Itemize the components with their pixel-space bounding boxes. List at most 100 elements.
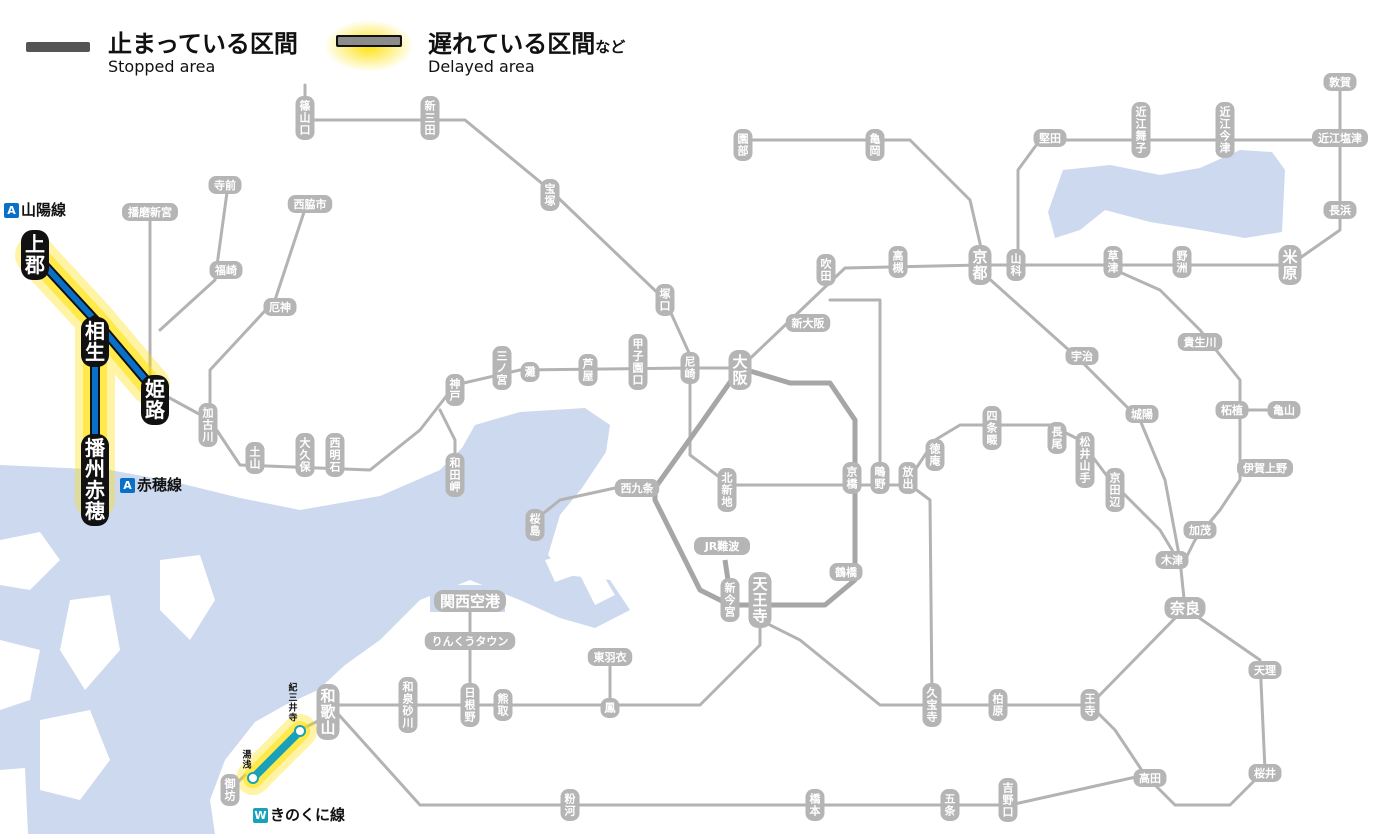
station-name: 天王寺	[752, 575, 768, 625]
station-sakurajima[interactable]: 桜島	[525, 509, 545, 541]
station-rinku[interactable]: りんくうタウン	[424, 632, 516, 650]
station-nishikujo[interactable]: 西九条	[614, 479, 660, 497]
station-yuasa[interactable]: 湯浅	[242, 749, 251, 771]
station-kyotanabe[interactable]: 京田辺	[1105, 468, 1125, 512]
station-tsuruhashi[interactable]: 鶴橋	[829, 563, 863, 581]
station-yamashina[interactable]: 山科	[1006, 249, 1026, 281]
station-aioi[interactable]: 相生	[81, 317, 109, 367]
station-joyo[interactable]: 城陽	[1125, 405, 1159, 423]
station-tenri[interactable]: 天理	[1248, 661, 1282, 679]
station-kamigori[interactable]: 上郡	[21, 230, 49, 280]
station-omiimazu[interactable]: 近江今津	[1215, 102, 1235, 158]
station-tsuge[interactable]: 柘植	[1215, 401, 1249, 419]
station-iga-ueno[interactable]: 伊賀上野	[1237, 459, 1293, 477]
station-higashi-hagoromo[interactable]: 東羽衣	[587, 648, 633, 666]
station-takarazuka[interactable]: 宝塚	[540, 179, 560, 211]
station-nada[interactable]: 灘	[520, 362, 540, 382]
station-kameyama[interactable]: 亀山	[1267, 401, 1301, 419]
station-takatsuki[interactable]: 高槻	[888, 246, 908, 278]
station-otori[interactable]: 鳳	[600, 698, 620, 718]
station-yoshinoguchi[interactable]: 吉野口	[998, 778, 1018, 822]
station-maibara[interactable]: 米原	[1278, 245, 1302, 285]
station-kumatori[interactable]: 熊取	[493, 689, 513, 721]
station-amagasaki[interactable]: 尼崎	[680, 352, 700, 384]
station-himeji[interactable]: 姫路	[141, 375, 169, 425]
station-kimiidera[interactable]: 紀三井寺	[288, 682, 297, 724]
station-kakogawa[interactable]: 加古川	[198, 403, 218, 447]
station-kashiwara[interactable]: 柏原	[988, 689, 1008, 721]
station-tsurumi[interactable]: 鴫野	[870, 462, 890, 494]
station-harima-shingu[interactable]: 播磨新宮	[122, 203, 178, 221]
station-pill	[1172, 246, 1192, 278]
station-suita[interactable]: 吹田	[816, 254, 836, 286]
station-ashiya[interactable]: 芦屋	[578, 354, 598, 386]
station-nishi-akashi[interactable]: 西明石	[325, 433, 345, 477]
station-kokawa[interactable]: 粉河	[560, 789, 580, 821]
station-wadamisaki[interactable]: 和田岬	[445, 453, 465, 497]
station-hashimoto[interactable]: 橋本	[805, 789, 825, 821]
station-shijonawate[interactable]: 四条畷	[982, 406, 1002, 450]
station-tennoji[interactable]: 天王寺	[748, 572, 772, 628]
station-yasu[interactable]: 野洲	[1172, 246, 1192, 278]
station-katata[interactable]: 堅田	[1033, 129, 1067, 147]
station-tsuruga[interactable]: 敦賀	[1323, 73, 1357, 91]
station-hineno[interactable]: 日根野	[460, 683, 480, 727]
station-shin-osaka[interactable]: 新大阪	[785, 314, 831, 332]
station-yakujin[interactable]: 厄神	[263, 298, 297, 316]
station-name: 高田	[1139, 771, 1161, 785]
station-gobo[interactable]: 御坊	[220, 774, 240, 806]
station-sannomiya[interactable]: 三ノ宮	[492, 346, 512, 390]
station-izumi-sunagawa[interactable]: 和泉砂川	[398, 677, 418, 733]
station-kyoto[interactable]: 京都	[968, 245, 992, 285]
station-sasayamaguchi[interactable]: 篠山口	[295, 96, 315, 140]
station-kobe[interactable]: 神戸	[445, 374, 465, 406]
station-jr-namba[interactable]: JR難波	[694, 537, 750, 555]
station-hanaten[interactable]: 放出	[898, 462, 918, 494]
station-matsuiyamate[interactable]: 松井山手	[1075, 432, 1095, 488]
station-terasaki[interactable]: 寺前	[208, 176, 242, 194]
station-kibugawa[interactable]: 貴生川	[1177, 333, 1223, 351]
station-kyuhoji[interactable]: 久宝寺	[922, 683, 942, 727]
station-harima-ako[interactable]: 播州赤穂	[81, 434, 109, 526]
station-sonobe[interactable]: 園部	[733, 129, 753, 161]
station-kamo[interactable]: 加茂	[1183, 521, 1217, 539]
station-pill	[295, 96, 315, 140]
station-nagao[interactable]: 長尾	[1047, 422, 1067, 454]
station-fukusaki[interactable]: 福崎	[209, 261, 243, 279]
station-kansai-airport[interactable]: 関西空港	[434, 590, 506, 612]
station-tokuan[interactable]: 徳庵	[925, 439, 945, 471]
station-omimaiko[interactable]: 近江舞子	[1131, 102, 1151, 158]
station-name: 関西空港	[440, 592, 501, 610]
station-oji[interactable]: 王寺	[1080, 689, 1100, 721]
station-wakayama[interactable]: 和歌山	[316, 684, 340, 740]
station-kameoka[interactable]: 亀岡	[865, 129, 885, 161]
station-takada[interactable]: 高田	[1133, 769, 1167, 787]
station-name: 三ノ宮	[497, 349, 508, 386]
station-name: 北新地	[722, 470, 733, 508]
station-shin-sanda[interactable]: 新三田	[420, 96, 440, 140]
station-name: 紀三井寺	[288, 682, 297, 724]
station-name: 塚口	[660, 286, 671, 312]
station-nara[interactable]: 奈良	[1164, 597, 1206, 619]
station-kizu[interactable]: 木津	[1155, 551, 1189, 569]
station-okubo[interactable]: 大久保	[295, 433, 315, 477]
station-shin-imamiya[interactable]: 新今宮	[720, 578, 740, 622]
station-kitashinchi[interactable]: 北新地	[717, 468, 737, 512]
station-koshienguchi[interactable]: 甲子園口	[628, 334, 648, 390]
station-kusatsu[interactable]: 草津	[1103, 246, 1123, 278]
station-kyobashi[interactable]: 京橋	[842, 462, 862, 494]
station-name: 芦屋	[583, 356, 594, 382]
station-sakurai[interactable]: 桜井	[1248, 764, 1282, 782]
station-gojo[interactable]: 五条	[940, 789, 960, 821]
station-osaka[interactable]: 大阪	[728, 350, 752, 390]
station-omishiotsu[interactable]: 近江塩津	[1312, 129, 1368, 147]
station-uji[interactable]: 宇治	[1065, 347, 1099, 365]
station-tsukaguchi[interactable]: 塚口	[655, 284, 675, 316]
station-nagahama[interactable]: 長浜	[1323, 201, 1357, 219]
line-badge-icon: A	[4, 203, 19, 218]
station-dobashi[interactable]: 土山	[245, 442, 265, 474]
station-nishiwaki[interactable]: 西脇市	[287, 195, 333, 213]
